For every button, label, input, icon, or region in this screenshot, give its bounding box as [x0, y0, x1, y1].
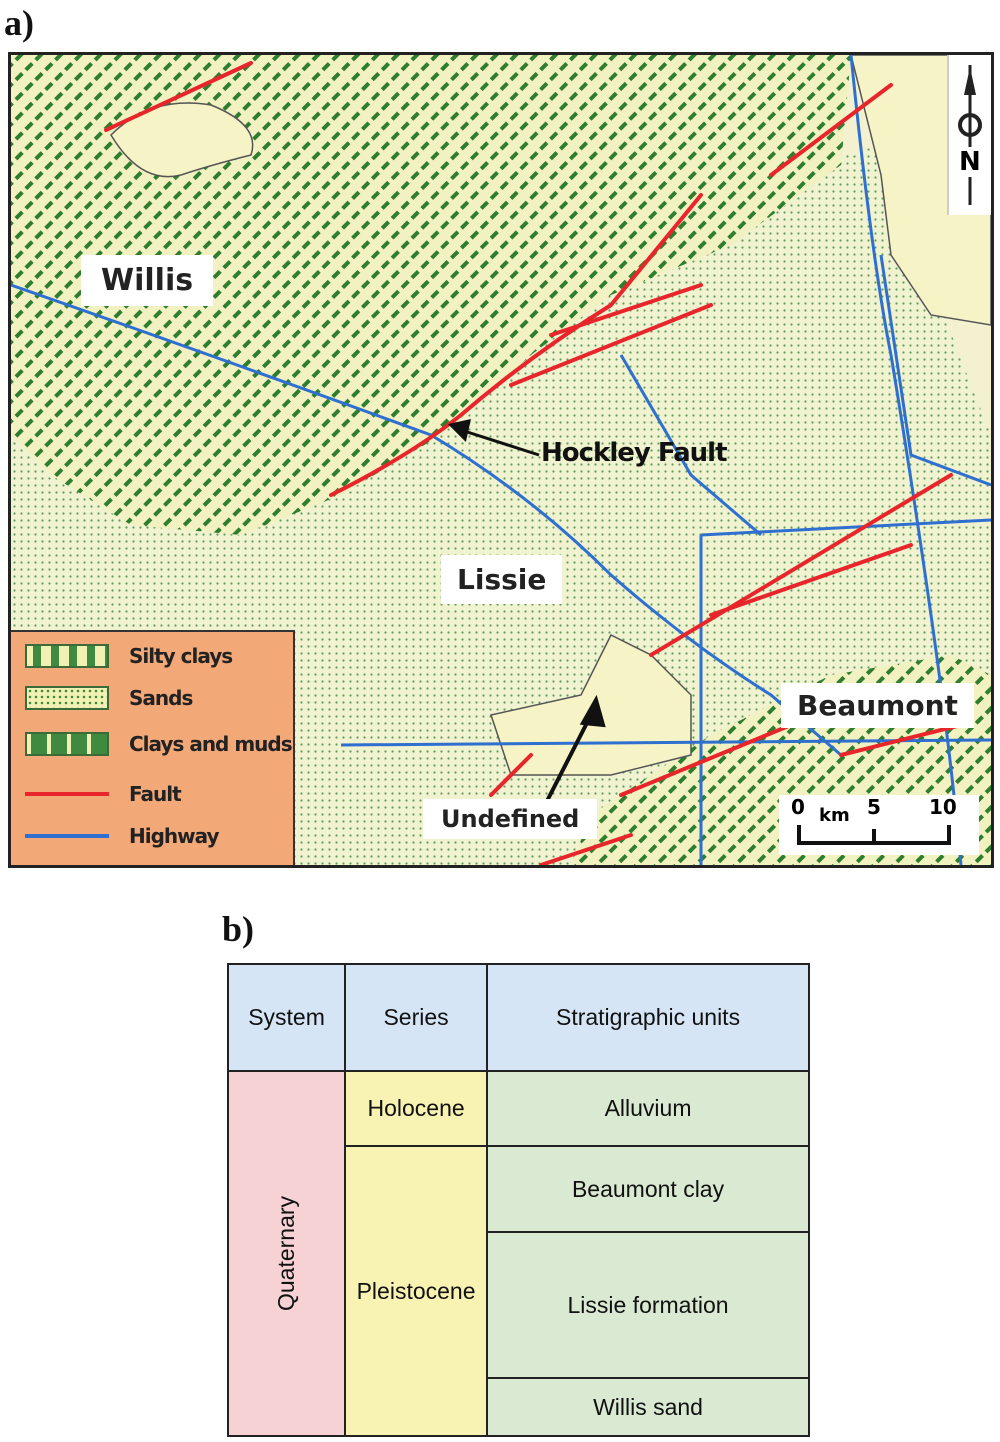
highway-swatch	[25, 834, 109, 838]
table-row: Lissie formation	[228, 1231, 810, 1379]
geologic-map: Willis Lissie Beaumont Undefined Hockley…	[8, 52, 994, 868]
scale-bar-graphic	[797, 825, 951, 845]
table-row: Quaternary Holocene Alluvium	[226, 1070, 810, 1437]
scale-bar: 0 km 5 10	[779, 795, 979, 855]
series-pleistocene: Pleistocene	[344, 1145, 489, 1437]
silty-clays-swatch	[25, 644, 109, 668]
hockley-arrow	[448, 419, 540, 457]
fault-swatch	[25, 792, 109, 796]
legend-item-highway: Highway	[25, 824, 220, 848]
scale-tick-10: 10	[929, 795, 957, 819]
table-header-row: System Series Stratigraphic units	[226, 963, 810, 1072]
lissie-label: Lissie	[441, 555, 563, 604]
north-label: N	[959, 147, 981, 177]
stratigraphy-table: System Series Stratigraphic units Quater…	[226, 963, 810, 1437]
scale-unit: km	[819, 805, 850, 826]
unit-willis-sand: Willis sand	[486, 1377, 810, 1437]
legend-item-fault: Fault	[25, 782, 182, 806]
sands-swatch	[25, 686, 109, 710]
header-units: Stratigraphic units	[486, 963, 810, 1072]
faults	[104, 61, 963, 865]
willis-hatched-region	[11, 55, 851, 535]
system-label: Quaternary	[273, 1195, 300, 1312]
hockley-fault-label: Hockley Fault	[541, 438, 728, 468]
compass-icon	[958, 65, 982, 205]
clays-and-muds-swatch	[25, 732, 109, 756]
series-holocene: Holocene	[344, 1070, 489, 1147]
map-legend: Silty clays Sands Clays and muds Fault H…	[11, 630, 295, 865]
scale-tick-5: 5	[867, 795, 881, 819]
legend-item-sands: Sands	[25, 686, 193, 710]
system-cell: Quaternary	[226, 1070, 347, 1437]
undefined-label: Undefined	[423, 799, 598, 839]
north-arrow: N	[947, 55, 991, 215]
legend-item-silty-clays: Silty clays	[25, 644, 233, 668]
beaumont-label: Beaumont	[781, 683, 974, 728]
legend-item-clays-and-muds: Clays and muds	[25, 732, 293, 756]
willis-label: Willis	[81, 255, 214, 306]
header-series: Series	[344, 963, 489, 1072]
unit-lissie-formation: Lissie formation	[486, 1231, 810, 1379]
lake-patch	[110, 102, 254, 178]
unit-beaumont-clay: Beaumont clay	[486, 1145, 810, 1233]
scale-tick-0: 0	[791, 795, 805, 819]
table-row: Willis sand	[228, 1377, 810, 1437]
panel-a-label: a)	[4, 3, 34, 43]
table-row: Pleistocene Beaumont clay	[228, 1145, 810, 1437]
panel-b-label: b)	[222, 909, 255, 949]
unit-alluvium: Alluvium	[486, 1070, 810, 1147]
header-system: System	[226, 963, 347, 1072]
undefined-arrow	[544, 694, 606, 804]
